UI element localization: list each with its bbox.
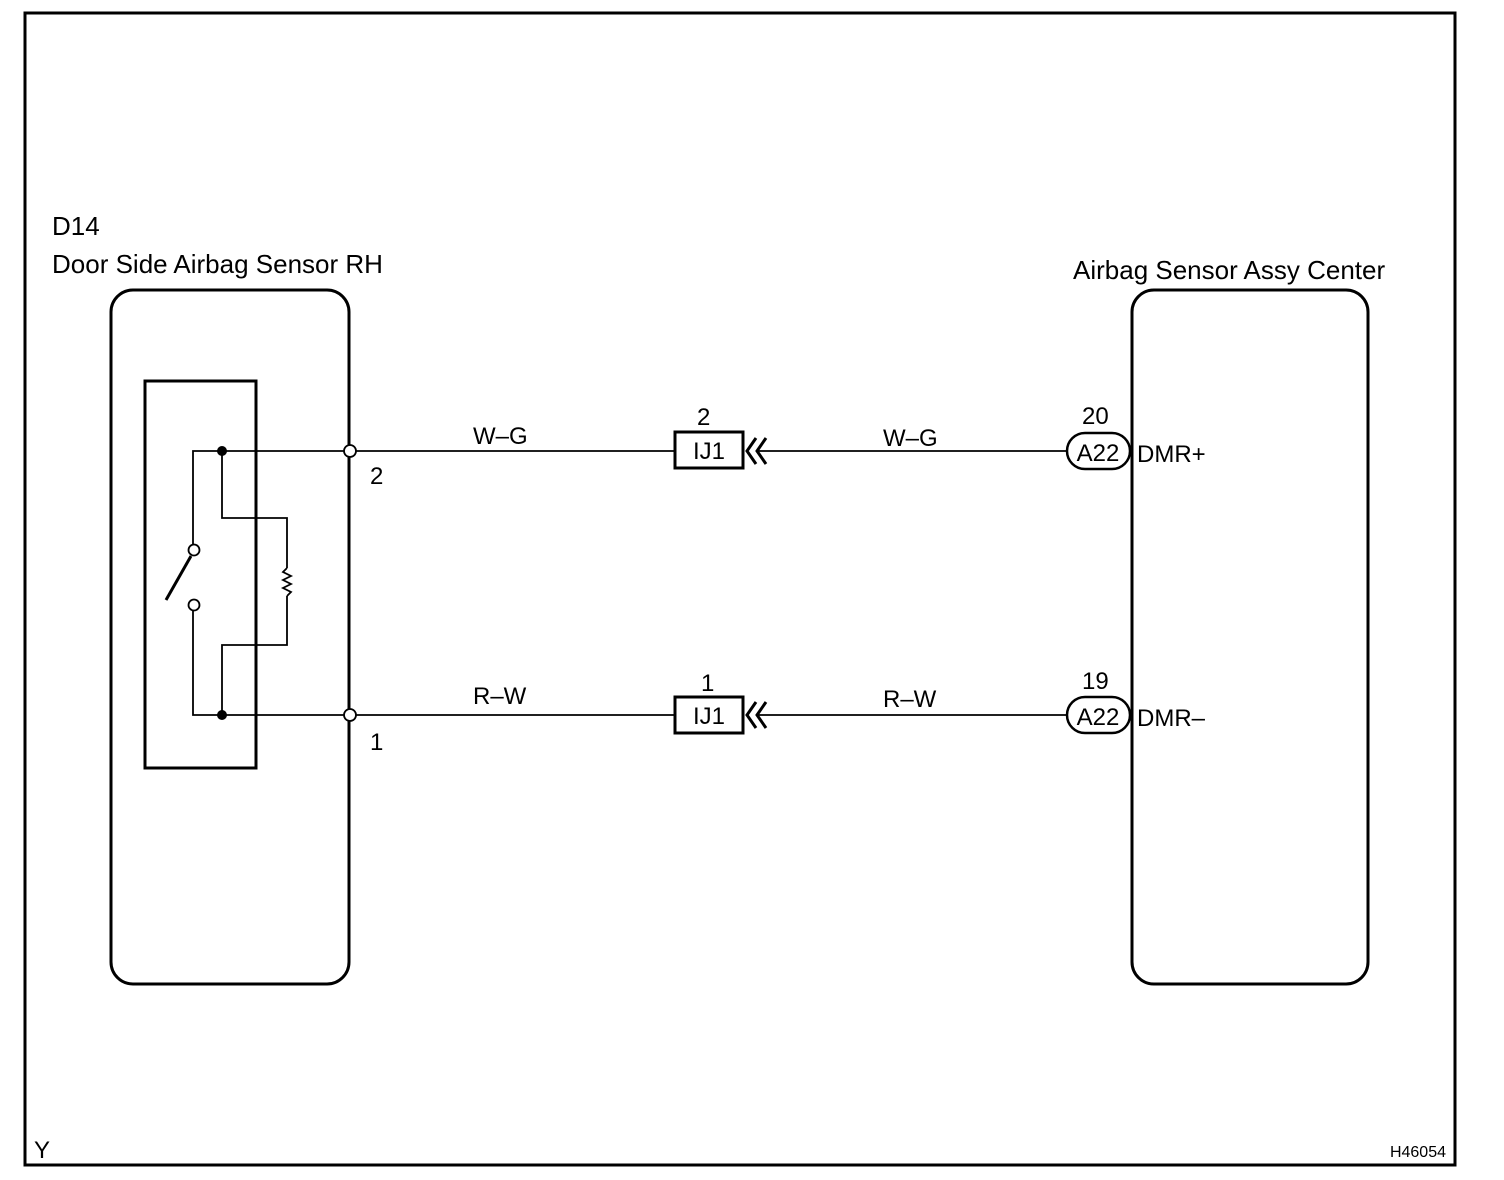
- sensor-resistor-symbol: [221, 451, 294, 715]
- junction-pin-upper: 2: [697, 404, 710, 431]
- connector-chevron-upper: [745, 437, 768, 465]
- right-connector-label-upper: A22: [1077, 440, 1120, 467]
- corner-label: Y: [34, 1137, 50, 1164]
- right-component-name: Airbag Sensor Assy Center: [1073, 255, 1385, 285]
- figure-id: H46054: [1390, 1144, 1446, 1161]
- junction-dot-upper: [217, 446, 227, 456]
- right-signal-lower: DMR–: [1137, 705, 1206, 732]
- wire-label-lower-right: R–W: [883, 686, 937, 713]
- right-connector-upper: [1065, 431, 1132, 471]
- wire-label-lower-left: R–W: [473, 683, 527, 710]
- diagram-frame: [23, 11, 1457, 1167]
- right-signal-upper: DMR+: [1137, 441, 1206, 468]
- junction-pin-lower: 1: [701, 670, 714, 697]
- sensor-inner-box: [143, 379, 258, 770]
- left-component-code: D14: [52, 211, 100, 241]
- connector-chevron-lower: [745, 701, 768, 729]
- junction-dot-lower: [217, 710, 227, 720]
- wire-label-upper-right: W–G: [883, 425, 938, 452]
- right-pin-upper: 20: [1082, 403, 1109, 430]
- right-connector-lower: [1065, 695, 1132, 735]
- right-pin-lower: 19: [1082, 668, 1109, 695]
- junction-connector-lower: [673, 695, 745, 735]
- right-connector-label-lower: A22: [1077, 704, 1120, 731]
- left-component-body: [109, 288, 351, 986]
- left-pin-upper: 2: [370, 463, 383, 490]
- junction-label-upper: IJ1: [693, 438, 725, 465]
- right-component-body: [1130, 288, 1370, 986]
- left-pin-lower: 1: [370, 729, 383, 756]
- sensor-switch-symbol: [164, 450, 222, 716]
- wire-label-upper-left: W–G: [473, 423, 528, 450]
- junction-label-lower: IJ1: [693, 703, 725, 730]
- left-component-name: Door Side Airbag Sensor RH: [52, 249, 383, 279]
- left-terminal-lower: [343, 708, 357, 722]
- junction-connector-upper: [673, 430, 745, 470]
- left-terminal-upper: [343, 444, 357, 458]
